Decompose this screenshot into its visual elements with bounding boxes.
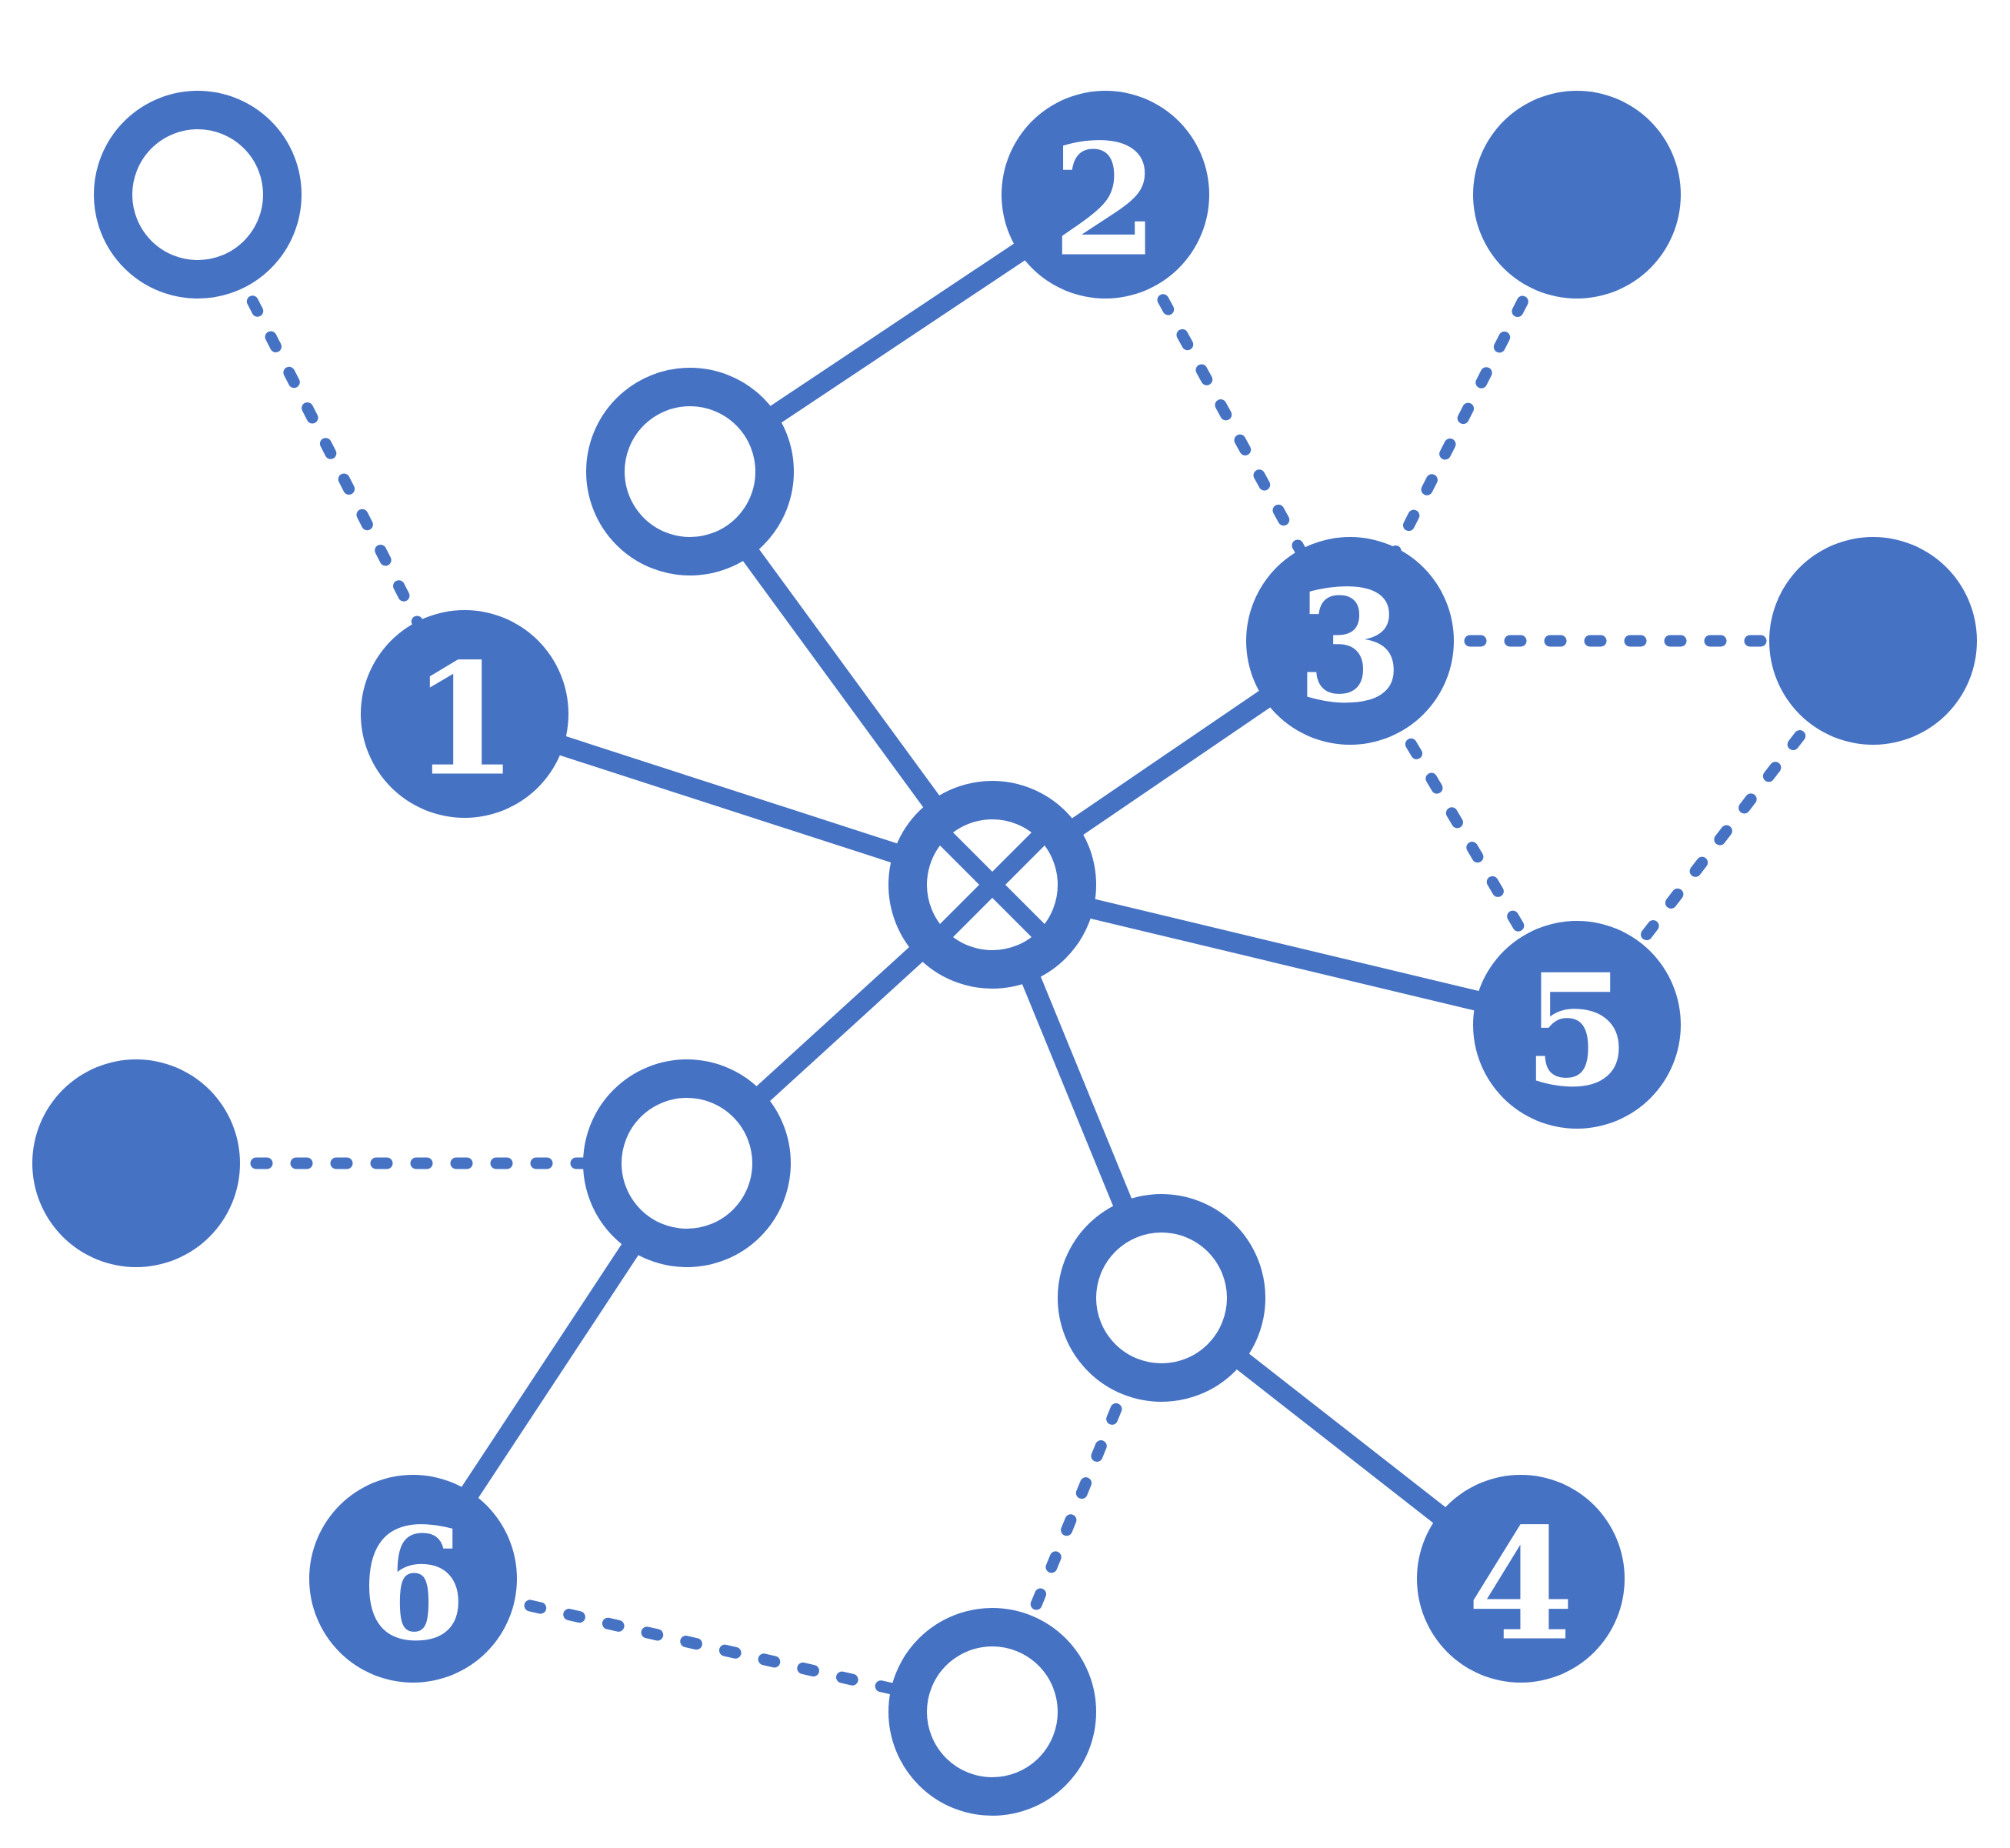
- node-n2-disc: [1002, 91, 1209, 299]
- node-n5: [1473, 921, 1681, 1129]
- node-top-right-disc: [1473, 91, 1681, 299]
- node-n4-disc: [1417, 1475, 1625, 1683]
- node-left-disc: [32, 1059, 240, 1267]
- node-n2: [1002, 91, 1209, 299]
- nodes-layer: [32, 91, 1977, 1816]
- node-right-disc: [1769, 537, 1977, 745]
- node-n6-disc: [309, 1475, 517, 1683]
- node-left: [32, 1059, 240, 1267]
- node-n6: [309, 1475, 517, 1683]
- node-n5-disc: [1473, 921, 1681, 1129]
- node-n2-label: 2: [1052, 111, 1158, 292]
- node-upper-mid: [586, 368, 794, 575]
- node-right: [1769, 537, 1977, 745]
- node-upper-mid-ring: [586, 368, 794, 575]
- node-bottom: [888, 1608, 1096, 1816]
- node-n1-disc: [361, 610, 568, 818]
- node-n5-label: 5: [1523, 941, 1630, 1122]
- node-n3-label: 3: [1296, 557, 1403, 738]
- node-top-right: [1473, 91, 1681, 299]
- node-n4: [1417, 1475, 1625, 1683]
- node-lower-right: [1058, 1194, 1265, 1402]
- labels-layer: 1 2 3 4 5 6: [359, 111, 1630, 1676]
- node-n4-label: 4: [1467, 1495, 1574, 1676]
- node-center: [888, 781, 1096, 989]
- node-n1: [361, 610, 568, 818]
- node-top-left: [94, 91, 302, 299]
- node-bottom-ring: [888, 1608, 1096, 1816]
- node-lower-left-ring: [583, 1059, 791, 1267]
- node-n3: [1246, 537, 1454, 745]
- node-lower-right-ring: [1058, 1194, 1265, 1402]
- node-n6-label: 6: [359, 1495, 466, 1676]
- node-center-cross-stroke-b: [925, 818, 1059, 952]
- node-n3-disc: [1246, 537, 1454, 745]
- node-lower-left: [583, 1059, 791, 1267]
- node-n1-label: 1: [411, 630, 518, 811]
- node-top-left-ring: [94, 91, 302, 299]
